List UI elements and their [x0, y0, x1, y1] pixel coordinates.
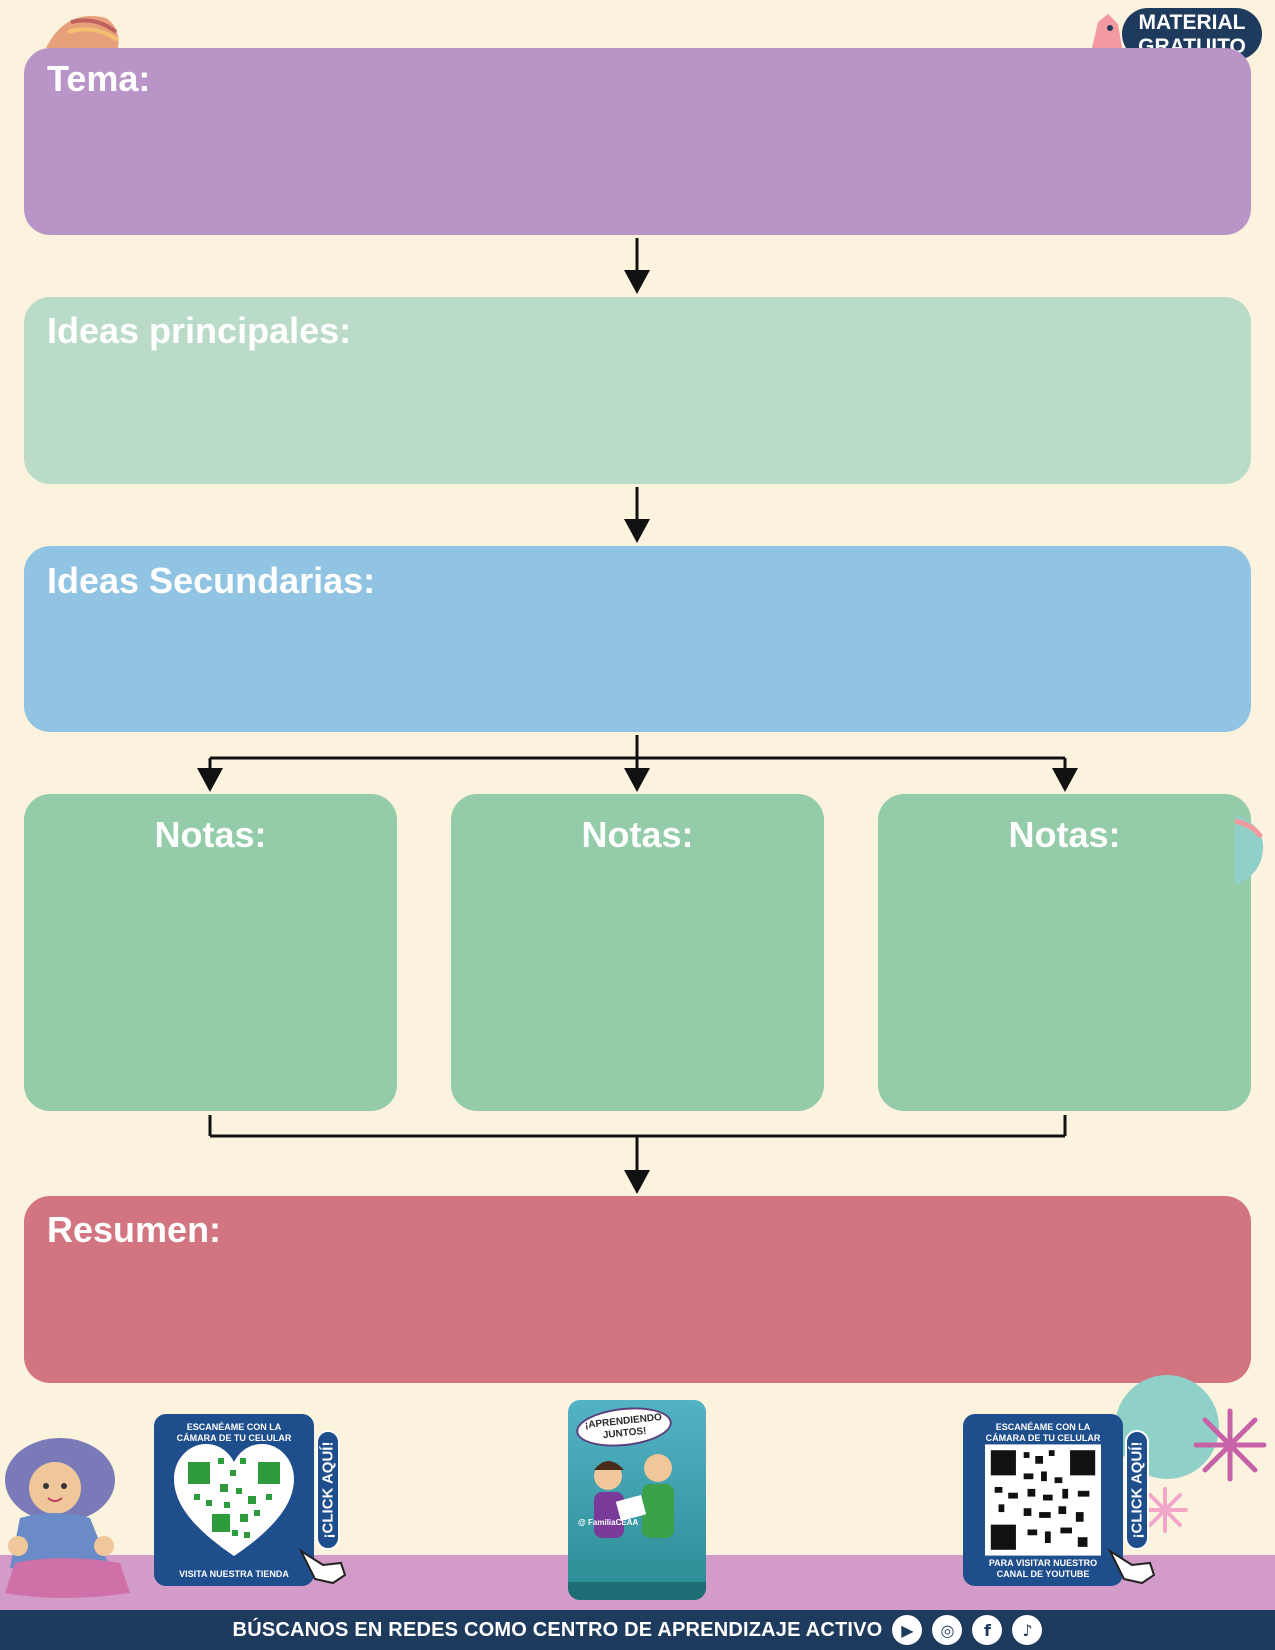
small-star-decoration	[1142, 1487, 1188, 1533]
star-burst-decoration	[1193, 1408, 1267, 1482]
instagram-icon[interactable]: ◎	[932, 1615, 963, 1645]
doll-illustration	[5, 1438, 130, 1598]
youtube-qr-code	[985, 1444, 1101, 1556]
phone-speech-bubble: ¡APRENDIENDO JUNTOS!	[574, 1403, 674, 1451]
resumen-box[interactable]: Resumen:	[24, 1196, 1251, 1383]
tiktok-icon[interactable]: ♪	[1012, 1615, 1043, 1645]
teachers-illustration	[594, 1454, 674, 1538]
youtube-icon[interactable]: ▶	[892, 1615, 923, 1645]
store-click-label: ¡CLICK AQUÍ!	[319, 1441, 337, 1539]
heart-qr-code	[174, 1444, 294, 1556]
footer-text: BÚSCANOS EN REDES COMO CENTRO DE APRENDI…	[232, 1618, 883, 1641]
store-qr-bottom-text: VISITA NUESTRA TIENDA	[179, 1569, 289, 1579]
ideas-principales-box[interactable]: Ideas principales:	[24, 297, 1251, 484]
hand-pointer-icon	[298, 1548, 347, 1585]
notas-box-2[interactable]: Notas:	[451, 794, 824, 1111]
hat-decoration	[46, 16, 120, 48]
ideas-principales-label: Ideas principales:	[47, 310, 352, 351]
arrow-head	[624, 768, 650, 792]
social-phone-mockup[interactable]: ¡APRENDIENDO JUNTOS! @ FamiliaCEAA	[568, 1400, 706, 1600]
phone-handle: @ FamiliaCEAA	[578, 1518, 639, 1527]
notas-label-3: Notas:	[1008, 814, 1121, 855]
store-qr-card[interactable]: ESCANÉAME CON LA CÁMARA DE TU CELULAR VI…	[154, 1414, 314, 1586]
llama-decoration	[1092, 14, 1122, 48]
ball-decoration	[1235, 815, 1264, 885]
youtube-qr-bottom-text: PARA VISITAR NUESTRO CANAL DE YOUTUBE	[988, 1558, 1098, 1579]
footer-bar: BÚSCANOS EN REDES COMO CENTRO DE APRENDI…	[0, 1610, 1275, 1650]
arrow-head	[624, 519, 650, 543]
notas-label-2: Notas:	[581, 814, 694, 855]
ideas-secundarias-label: Ideas Secundarias:	[47, 560, 376, 601]
tema-box[interactable]: Tema:	[24, 48, 1251, 235]
notas-box-3[interactable]: Notas:	[878, 794, 1251, 1111]
notas-label-1: Notas:	[154, 814, 267, 855]
store-qr-caption: ESCANÉAME CON LA CÁMARA DE TU CELULAR	[176, 1422, 292, 1443]
resumen-label: Resumen:	[47, 1209, 222, 1250]
badge-line-1: MATERIAL	[1138, 11, 1246, 34]
arrow-head	[624, 1170, 650, 1194]
arrow-head	[624, 270, 650, 294]
arrow-head	[197, 768, 223, 792]
youtube-click-tab[interactable]: ¡CLICK AQUÍ!	[1125, 1430, 1149, 1550]
tema-label: Tema:	[47, 58, 151, 99]
notas-box-1[interactable]: Notas:	[24, 794, 397, 1111]
phone-nav-bar	[568, 1582, 706, 1600]
hand-pointer-icon	[1107, 1548, 1156, 1585]
facebook-icon[interactable]: f	[972, 1615, 1003, 1645]
youtube-click-label: ¡CLICK AQUÍ!	[1128, 1441, 1146, 1539]
arrow-head	[1052, 768, 1078, 792]
ideas-secundarias-box[interactable]: Ideas Secundarias:	[24, 546, 1251, 732]
youtube-qr-card[interactable]: ESCANÉAME CON LA CÁMARA DE TU CELULAR PA…	[963, 1414, 1123, 1586]
store-click-tab[interactable]: ¡CLICK AQUÍ!	[316, 1430, 340, 1550]
youtube-qr-caption: ESCANÉAME CON LA CÁMARA DE TU CELULAR	[985, 1422, 1101, 1443]
